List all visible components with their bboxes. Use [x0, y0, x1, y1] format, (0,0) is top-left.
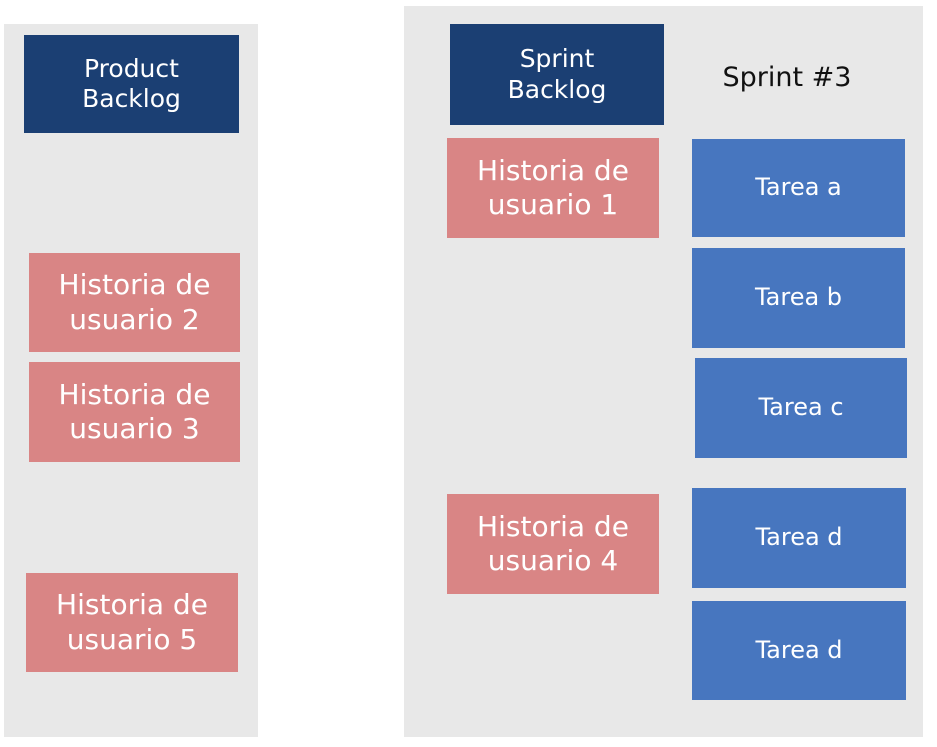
task-card-a: Tarea a: [692, 139, 905, 237]
sprint-backlog-header: Sprint Backlog: [450, 24, 664, 125]
story-card-usuario-3: Historia de usuario 3: [29, 362, 240, 462]
story-card-usuario-4: Historia de usuario 4: [447, 494, 659, 594]
task-card-d-second: Tarea d: [692, 601, 906, 700]
story-card-usuario-2: Historia de usuario 2: [29, 253, 240, 352]
task-card-c: Tarea c: [695, 358, 907, 458]
product-backlog-header: Product Backlog: [24, 35, 239, 133]
task-card-d-first: Tarea d: [692, 488, 906, 588]
sprint-title: Sprint #3: [722, 61, 852, 93]
task-card-b: Tarea b: [692, 248, 905, 348]
story-card-usuario-5: Historia de usuario 5: [26, 573, 238, 672]
story-card-usuario-1: Historia de usuario 1: [447, 138, 659, 238]
